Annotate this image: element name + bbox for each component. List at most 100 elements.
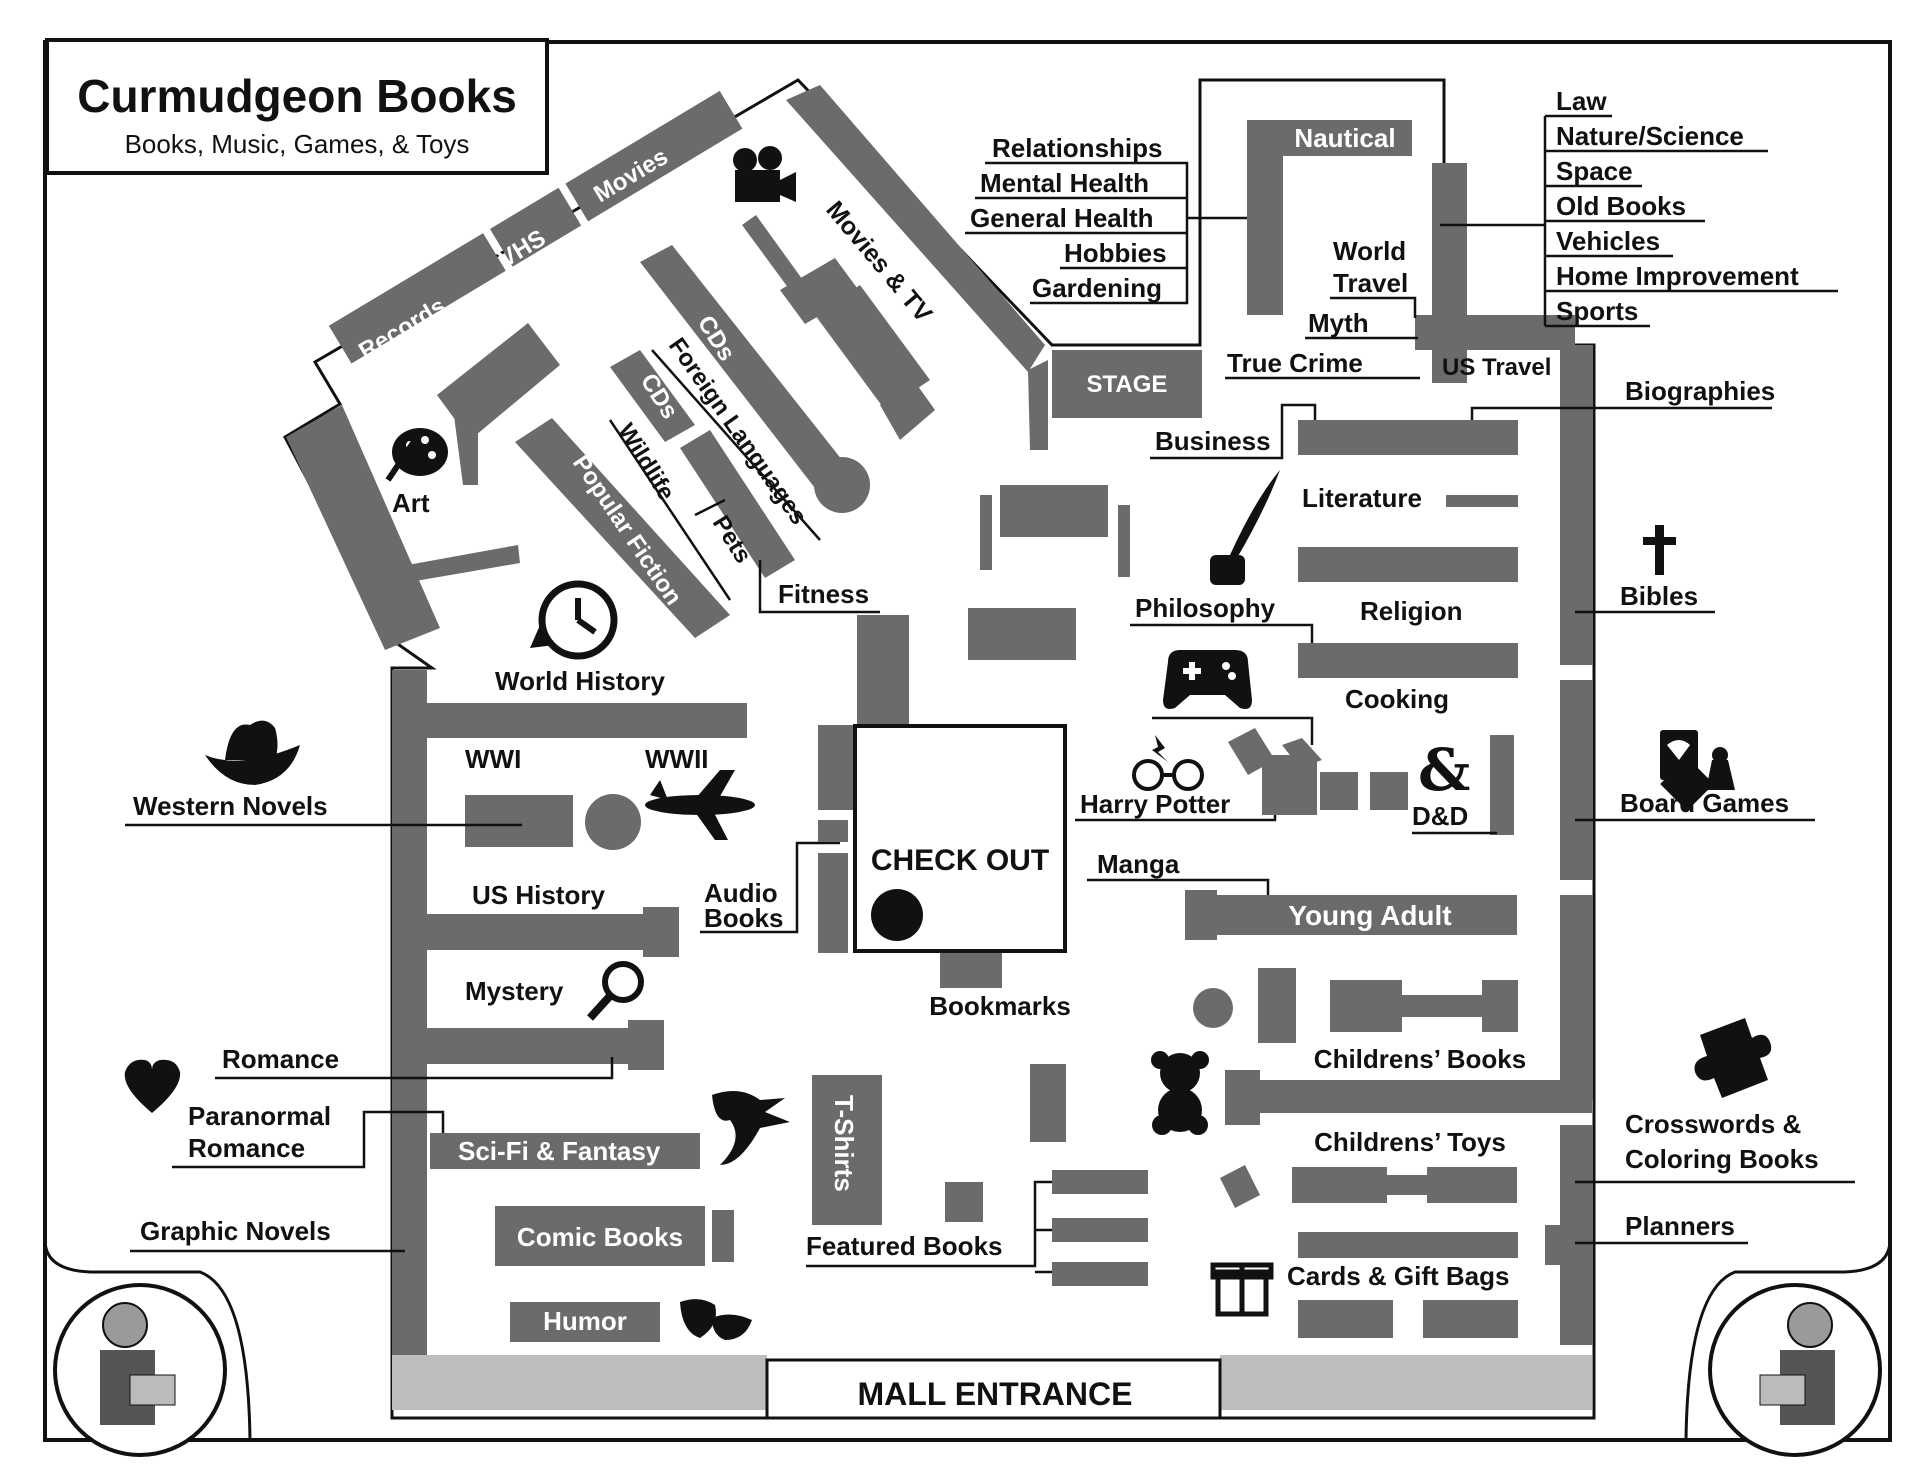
section-cooking: Cooking <box>1345 684 1449 714</box>
cowboy-hat-icon <box>205 720 300 785</box>
wwi-table <box>465 795 573 847</box>
stage-block <box>1052 350 1202 418</box>
right-wall-4b <box>1545 1225 1565 1265</box>
section-scifi: Sci-Fi & Fantasy <box>458 1136 661 1166</box>
magnifier-icon <box>587 961 644 1021</box>
section-childrens-toys: Childrens’ Toys <box>1314 1127 1506 1157</box>
childrens-long-shelf <box>1230 1080 1592 1113</box>
childrens-shelf-c <box>1482 980 1518 1032</box>
games-table-1 <box>1320 772 1358 810</box>
comic-books-end <box>712 1210 734 1262</box>
section-mental-health: Mental Health <box>980 168 1149 198</box>
section-true-crime: True Crime <box>1227 348 1363 378</box>
right-wall-4 <box>1560 1125 1593 1345</box>
section-general-health: General Health <box>970 203 1154 233</box>
table-center-2 <box>968 608 1076 660</box>
outer-border <box>43 40 1892 1442</box>
left-wall-shelf <box>392 670 427 1355</box>
featured-small <box>945 1182 983 1222</box>
section-myth: Myth <box>1308 308 1369 338</box>
corner-arc-right <box>1684 1239 1892 1441</box>
humor-shelf <box>510 1302 660 1342</box>
section-business: Business <box>1155 426 1271 456</box>
section-board-games: Board Games <box>1620 788 1789 818</box>
travel-shelf-h <box>1415 315 1575 350</box>
art-wall <box>286 323 560 650</box>
stage-label: STAGE <box>1087 371 1168 398</box>
childrens-table-1 <box>1258 968 1296 1043</box>
literature-shelf-2 <box>1298 547 1518 582</box>
section-paranormal-1: Paranormal <box>188 1101 331 1131</box>
featured-shelf-3 <box>1052 1262 1148 1286</box>
cards-shelf-1 <box>1298 1300 1393 1338</box>
mystery-shelf <box>392 1028 632 1064</box>
table-center-1 <box>1000 485 1108 537</box>
dragon-icon <box>712 1091 790 1165</box>
section-crosswords-1: Crosswords & <box>1625 1109 1801 1139</box>
featured-shelf-1 <box>1052 1170 1148 1194</box>
section-tshirts: T-Shirts <box>829 1095 859 1192</box>
music-wall <box>328 90 743 364</box>
airplane-icon <box>645 770 755 840</box>
us-history-end <box>643 907 679 957</box>
section-literature: Literature <box>1302 483 1422 513</box>
gift-icon <box>1210 1262 1274 1317</box>
section-romance: Romance <box>222 1044 339 1074</box>
section-paranormal-2: Romance <box>188 1133 305 1163</box>
store-title: Curmudgeon Books <box>77 70 517 122</box>
world-history-shelf <box>392 703 747 738</box>
section-space: Space <box>1556 156 1633 186</box>
religion-shelf <box>1298 643 1518 678</box>
glasses-icon <box>1132 735 1204 791</box>
mall-entrance-label: MALL ENTRANCE <box>858 1376 1133 1412</box>
toys-shelf-b <box>1387 1175 1427 1195</box>
entrance-right <box>1220 1355 1592 1410</box>
mask-icon <box>680 1299 752 1340</box>
young-adult-end <box>1185 890 1217 940</box>
store-subtitle: Books, Music, Games, & Toys <box>125 129 470 159</box>
section-hobbies: Hobbies <box>1064 238 1167 268</box>
us-history-shelf <box>392 914 647 950</box>
teddy-bear-icon <box>1151 1051 1209 1135</box>
cds-rack-2 <box>610 350 695 442</box>
section-mystery: Mystery <box>465 976 564 1006</box>
center-shelf-2 <box>818 725 856 810</box>
table-center-1l <box>980 495 992 570</box>
section-graphic-novels: Graphic Novels <box>140 1216 331 1246</box>
section-home-improvement: Home Improvement <box>1556 261 1799 291</box>
section-cards-gift: Cards & Gift Bags <box>1287 1261 1510 1291</box>
right-wall-3 <box>1560 895 1593 1100</box>
section-biographies: Biographies <box>1625 376 1775 406</box>
section-comic-books: Comic Books <box>517 1222 683 1252</box>
section-humor: Humor <box>543 1306 627 1336</box>
section-world-travel-1: World <box>1333 236 1406 266</box>
section-wwi: WWI <box>465 744 521 774</box>
palette-icon <box>385 428 448 482</box>
scifi-shelf <box>430 1133 700 1169</box>
bookmarks-rack <box>940 953 1002 988</box>
section-old-books: Old Books <box>1556 191 1686 221</box>
section-fitness: Fitness <box>778 579 869 609</box>
section-us-history: US History <box>472 880 605 910</box>
comic-books-shelf <box>495 1206 705 1266</box>
section-manga: Manga <box>1097 849 1180 879</box>
right-wall-1 <box>1560 345 1593 665</box>
section-law: Law <box>1556 86 1607 116</box>
childrens-shelf-b <box>1402 995 1482 1017</box>
quill-icon <box>1210 470 1280 585</box>
table-center-1r <box>1118 505 1130 577</box>
section-dnd: D&D <box>1412 801 1468 831</box>
featured-shelf-2 <box>1052 1218 1148 1242</box>
cds-rack <box>640 245 850 492</box>
right-wall-2 <box>1560 680 1593 880</box>
dnd-shelf <box>1490 735 1514 835</box>
section-harry-potter: Harry Potter <box>1080 789 1230 819</box>
games-table-2 <box>1370 772 1408 810</box>
section-art: Art <box>392 488 430 518</box>
checkout-register <box>871 889 923 941</box>
clock-icon <box>530 580 618 660</box>
entrance-left <box>392 1355 767 1410</box>
nautical-shelf-h <box>1247 120 1412 156</box>
section-gardening: Gardening <box>1032 273 1162 303</box>
video-camera-icon <box>733 146 796 202</box>
